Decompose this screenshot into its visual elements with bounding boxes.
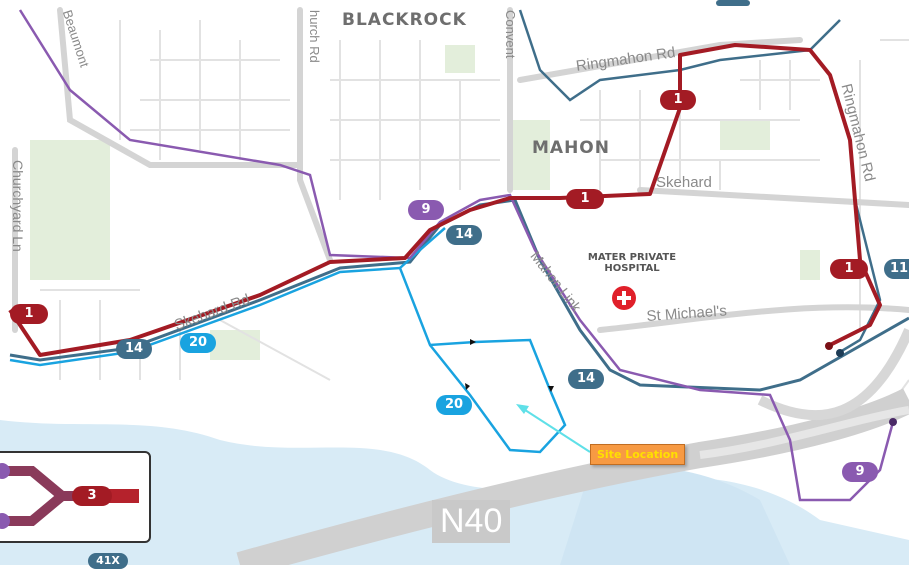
- route-badge-9[interactable]: 9: [408, 200, 444, 220]
- route-terminus: [889, 418, 897, 426]
- route-badge-9[interactable]: 9: [842, 462, 878, 482]
- place-label-blackrock: BLACKROCK: [342, 10, 467, 30]
- route-badge-11[interactable]: 11: [884, 259, 909, 279]
- main-roads: [12, 7, 909, 333]
- park-area: [30, 140, 110, 280]
- route-badge-1[interactable]: 1: [566, 189, 604, 209]
- route-badge-1[interactable]: 1: [830, 259, 868, 279]
- route-badge-41x[interactable]: 41X: [88, 553, 128, 569]
- park-area: [800, 250, 820, 280]
- route-14-line-north: [518, 9, 841, 102]
- park-area: [720, 120, 770, 150]
- red-cross-icon[interactable]: [612, 286, 636, 310]
- route-terminus: [836, 349, 844, 357]
- park-area: [510, 120, 550, 190]
- motorway-label-n40: N40: [432, 500, 511, 543]
- site-pointer-head: [516, 404, 529, 414]
- route-badge-1[interactable]: 1: [660, 90, 696, 110]
- legend-route-badge-3: 3: [72, 486, 112, 506]
- route-badge-1[interactable]: 1: [10, 304, 48, 324]
- park-area: [210, 330, 260, 360]
- route-1-line: [8, 43, 882, 357]
- route-badge-14[interactable]: 14: [116, 339, 152, 359]
- water-area-2: [560, 466, 790, 565]
- route-badge-14[interactable]: 14: [568, 369, 604, 389]
- route-badge-14[interactable]: 14: [446, 225, 482, 245]
- street-label: Churchyard Ln: [10, 160, 26, 252]
- street-label: hurch Rd: [307, 10, 322, 63]
- street-label: Convent: [503, 10, 518, 59]
- place-label-mahon: MAHON: [532, 138, 610, 158]
- route-9-line: [18, 9, 895, 502]
- route-terminus: [825, 342, 833, 350]
- site-location-callout[interactable]: Site Location: [590, 444, 686, 465]
- site-pointer-line: [521, 407, 591, 453]
- legend-box: 3: [0, 451, 151, 543]
- park-area: [445, 45, 475, 73]
- street-label: Skehard: [656, 174, 712, 191]
- route-badge-20[interactable]: 20: [180, 333, 216, 353]
- hospital-label: MATER PRIVATE HOSPITAL: [587, 252, 677, 274]
- route-badge-20[interactable]: 20: [436, 395, 472, 415]
- minor-streets: [40, 20, 909, 421]
